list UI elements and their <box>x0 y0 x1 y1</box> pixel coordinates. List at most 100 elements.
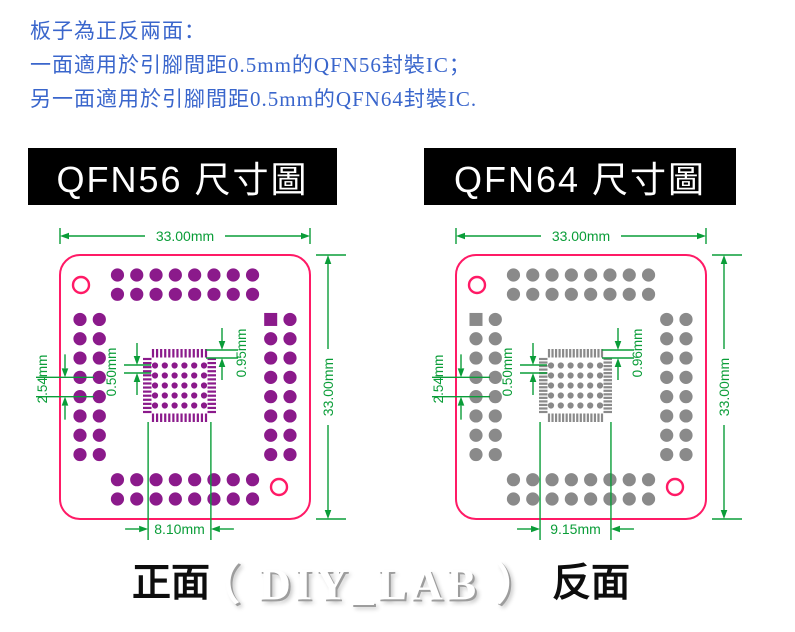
intro-text: 板子為正反兩面： 一面適用於引腳間距0.5mm的QFN56封裝IC； 另一面適用… <box>30 14 477 116</box>
pad-dot <box>149 492 163 506</box>
footprint-pad <box>207 374 216 377</box>
pad-dot <box>110 492 125 506</box>
pad-dot <box>679 390 693 404</box>
footprint-pad <box>603 410 612 414</box>
mounting-hole-top-left <box>71 275 91 295</box>
pad-dot <box>488 370 502 384</box>
pad-dot <box>264 332 278 346</box>
thermal-via-dot <box>181 402 188 409</box>
dim-label: 2.54mm <box>35 355 50 404</box>
thermal-via-dot <box>567 362 574 369</box>
pad-dot <box>564 268 578 282</box>
pad-dot <box>660 332 674 346</box>
footprint-pad <box>539 382 548 385</box>
footprint-pad <box>539 375 548 378</box>
back-side-label: 反面 <box>552 562 631 605</box>
footprint-pad <box>207 370 216 373</box>
thermal-via-dot <box>171 392 178 399</box>
thermal-via-dot <box>596 362 604 369</box>
footprint-pad <box>586 349 589 358</box>
pad-dot <box>660 428 674 442</box>
footprint-pad <box>539 379 548 382</box>
thermal-via-dot <box>200 372 208 379</box>
footprint-pad <box>583 349 586 358</box>
footprint-pad <box>597 413 600 422</box>
footprint-pad <box>603 361 612 364</box>
footprint-pad <box>160 349 163 358</box>
qfn64-title: QFN64 尺寸圖 <box>453 158 707 200</box>
footprint-pad <box>200 413 204 422</box>
footprint-pad <box>143 382 152 385</box>
footprint-pad <box>603 375 612 378</box>
pad-dot <box>622 473 636 487</box>
thermal-via-dot <box>191 402 198 409</box>
thermal-via-dot <box>596 402 604 409</box>
pad-dot <box>168 473 182 487</box>
footprint-pad <box>547 349 551 358</box>
pad-dot <box>584 492 598 506</box>
dim-arrow <box>529 373 537 382</box>
footprint-pad <box>569 349 572 358</box>
pad-dot <box>73 351 87 365</box>
pad-dot <box>188 473 202 487</box>
pad-dot <box>245 492 260 506</box>
pad-dot <box>679 409 693 423</box>
footprint-pad <box>590 413 593 422</box>
pad-dot <box>226 268 240 282</box>
footprint-pad <box>590 349 593 358</box>
dim-arrow <box>60 232 69 240</box>
footprint-pad <box>184 413 187 422</box>
pad-dot <box>506 287 521 301</box>
pad-dot <box>564 287 578 301</box>
footprint-pad <box>565 349 568 358</box>
pad-dot <box>92 312 106 327</box>
thermal-via-dot <box>596 392 604 399</box>
pad-dot <box>603 473 617 487</box>
pad-dot <box>660 409 674 423</box>
dim-arrow <box>457 396 465 406</box>
thermal-via-dot <box>547 372 555 379</box>
pad-dot <box>506 268 521 282</box>
footprint-pad <box>603 364 612 368</box>
pad-dot <box>679 332 693 346</box>
footprint-pad <box>207 378 216 381</box>
pad-dot <box>679 370 693 384</box>
pad-dot <box>564 492 578 506</box>
pad-dot <box>603 287 617 301</box>
pad-dot <box>660 312 674 327</box>
thermal-via-dot <box>567 372 574 379</box>
dim-label: 0.50mm <box>500 348 515 397</box>
footprint-pad <box>143 386 152 389</box>
thermal-via-dot <box>200 402 208 409</box>
thermal-via-dot <box>547 402 555 409</box>
footprint-pad <box>207 382 216 385</box>
pad-dot <box>168 268 182 282</box>
footprint-pad <box>603 372 612 375</box>
pad-dot <box>245 287 260 301</box>
pad-dot <box>679 428 693 442</box>
footprint-pad <box>539 364 548 368</box>
mounting-hole-bottom-right <box>269 477 289 497</box>
footprint-pad <box>539 357 548 361</box>
footprint-pad <box>597 349 600 358</box>
footprint-pad <box>143 402 152 405</box>
dim-label: 9.15mm <box>550 521 601 537</box>
pad-dot <box>660 370 674 384</box>
dim-arrow <box>301 232 310 240</box>
footprint-pad <box>207 357 216 361</box>
footprint-pad <box>603 400 612 403</box>
pad-dot <box>149 473 163 487</box>
intro-line-3: 另一面適用於引腳間距0.5mm的QFN64封裝IC. <box>30 87 478 111</box>
pad-dot <box>660 447 674 462</box>
footprint-pad <box>196 349 199 358</box>
footprint-pad <box>539 396 548 399</box>
dim-arrow <box>218 358 226 367</box>
thermal-via-dot <box>151 392 159 399</box>
footprint-pad <box>572 349 575 358</box>
pad-dot <box>188 492 202 506</box>
thermal-via-dot <box>557 392 564 399</box>
diy-lab-watermark: （ DIY_LAB ） <box>196 560 544 609</box>
footprint-pad <box>192 349 195 358</box>
dim-arrow <box>720 255 728 264</box>
